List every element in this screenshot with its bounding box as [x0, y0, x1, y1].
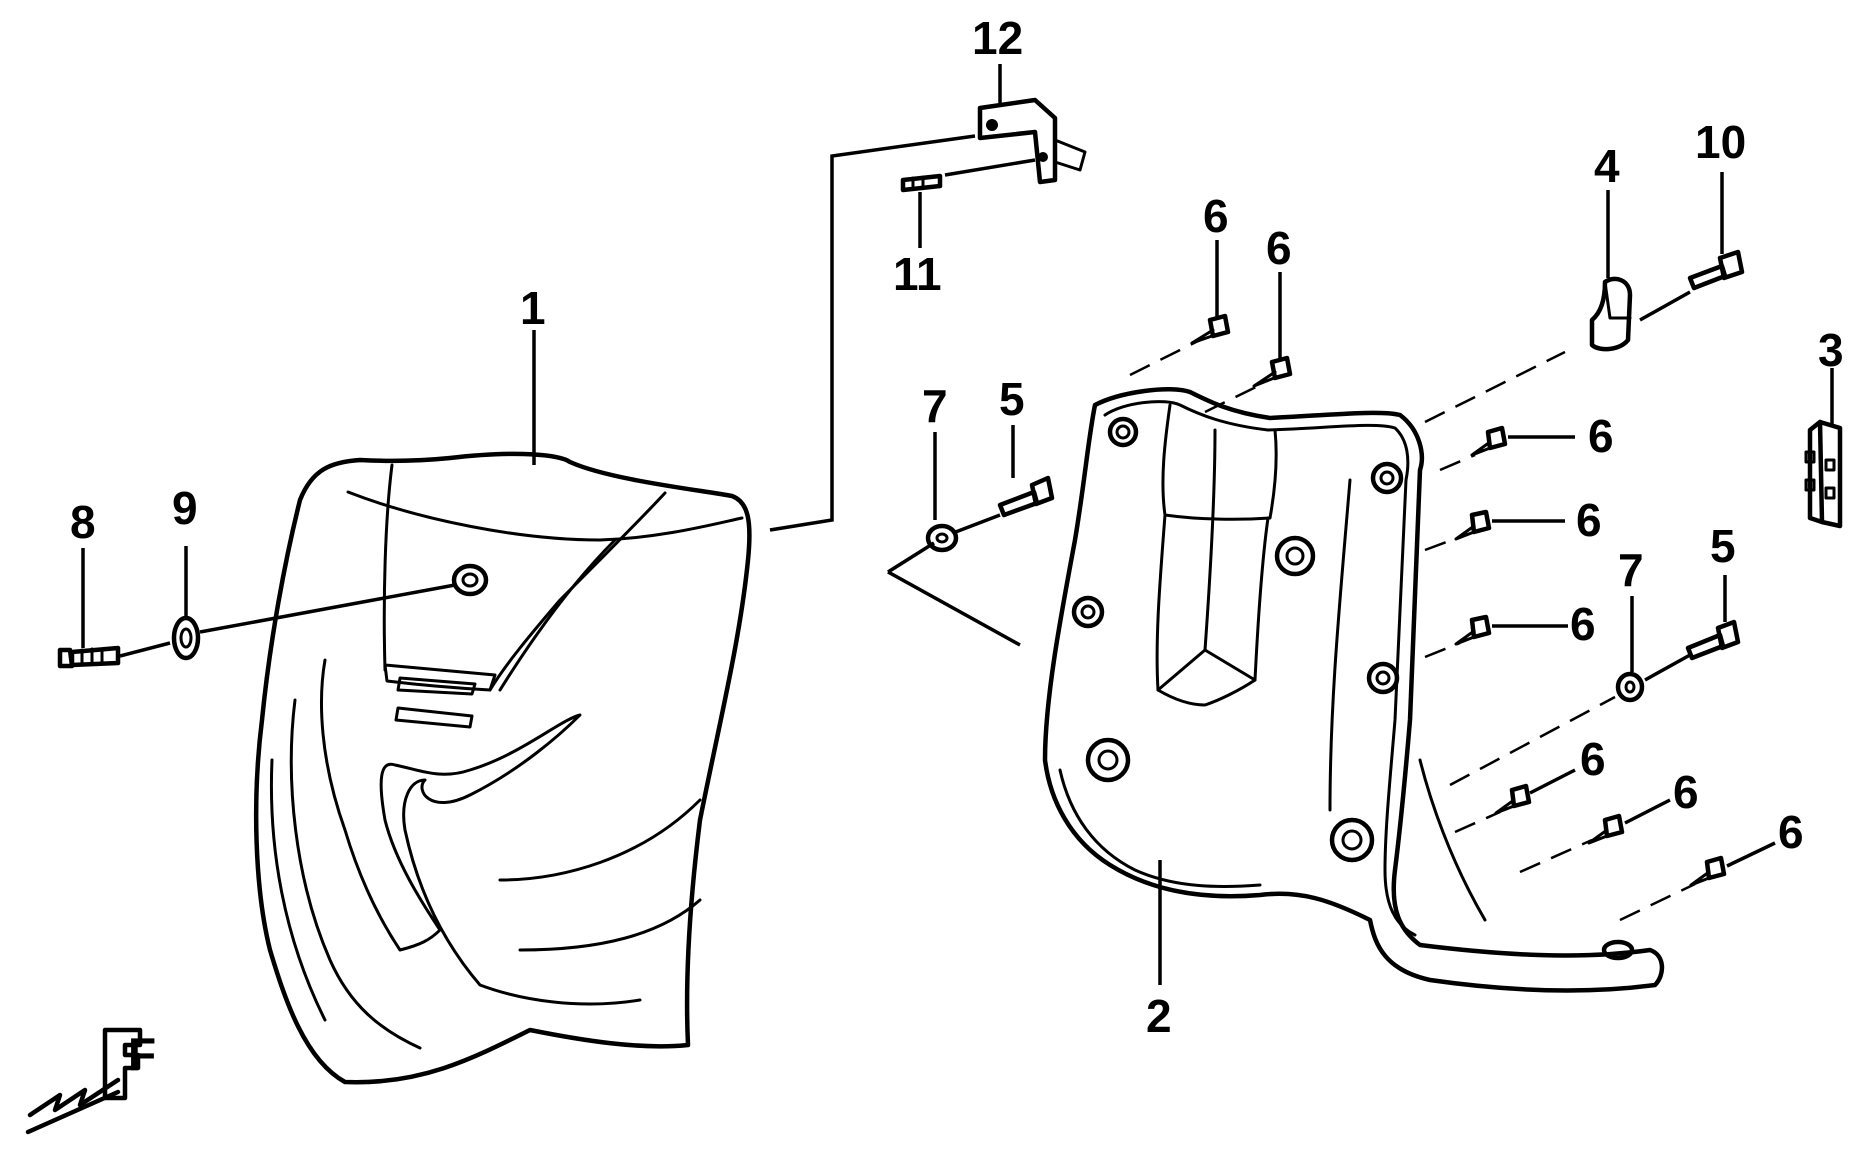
leader-lines — [81, 64, 1834, 985]
callout-11: 11 — [893, 248, 942, 300]
callout-6-bottom-3: 6 — [1778, 806, 1804, 858]
part-3-clip — [1804, 419, 1843, 529]
callout-labels: 1 2 3 4 5 5 6 6 6 6 6 6 6 6 7 7 8 9 10 1… — [70, 12, 1844, 1042]
part-1-front-cover — [253, 451, 752, 1085]
callout-12: 12 — [972, 12, 1023, 64]
part-12-bracket — [977, 97, 1087, 185]
callout-9: 9 — [172, 482, 198, 534]
callout-3: 3 — [1818, 324, 1844, 376]
callout-6-right-2: 6 — [1576, 494, 1602, 546]
callout-6-bottom-1: 6 — [1580, 733, 1606, 785]
callout-2: 2 — [1146, 990, 1172, 1042]
callout-10: 10 — [1695, 116, 1746, 168]
callout-1: 1 — [520, 282, 546, 334]
part-2-inner-panel — [1042, 387, 1665, 993]
callout-7-lower: 7 — [1618, 544, 1644, 596]
callout-4: 4 — [1594, 140, 1620, 192]
part-4-bracket — [1589, 276, 1633, 352]
callout-7-upper: 7 — [922, 380, 948, 432]
callout-6-top-left: 6 — [1203, 190, 1229, 242]
fasteners — [57, 173, 1745, 887]
grommets — [1071, 416, 1404, 863]
callout-6-bottom-2: 6 — [1673, 766, 1699, 818]
callout-6-right-1: 6 — [1588, 410, 1614, 462]
front-direction-marker: F — [25, 1027, 156, 1135]
callout-6-top: 6 — [1266, 222, 1292, 274]
front-marker-letter: F — [128, 1028, 156, 1080]
callout-8: 8 — [70, 496, 96, 548]
callout-6-right-3: 6 — [1570, 598, 1596, 650]
callout-5-upper: 5 — [999, 373, 1025, 425]
assembly-lines — [119, 134, 1696, 922]
callout-5-lower: 5 — [1710, 520, 1736, 572]
